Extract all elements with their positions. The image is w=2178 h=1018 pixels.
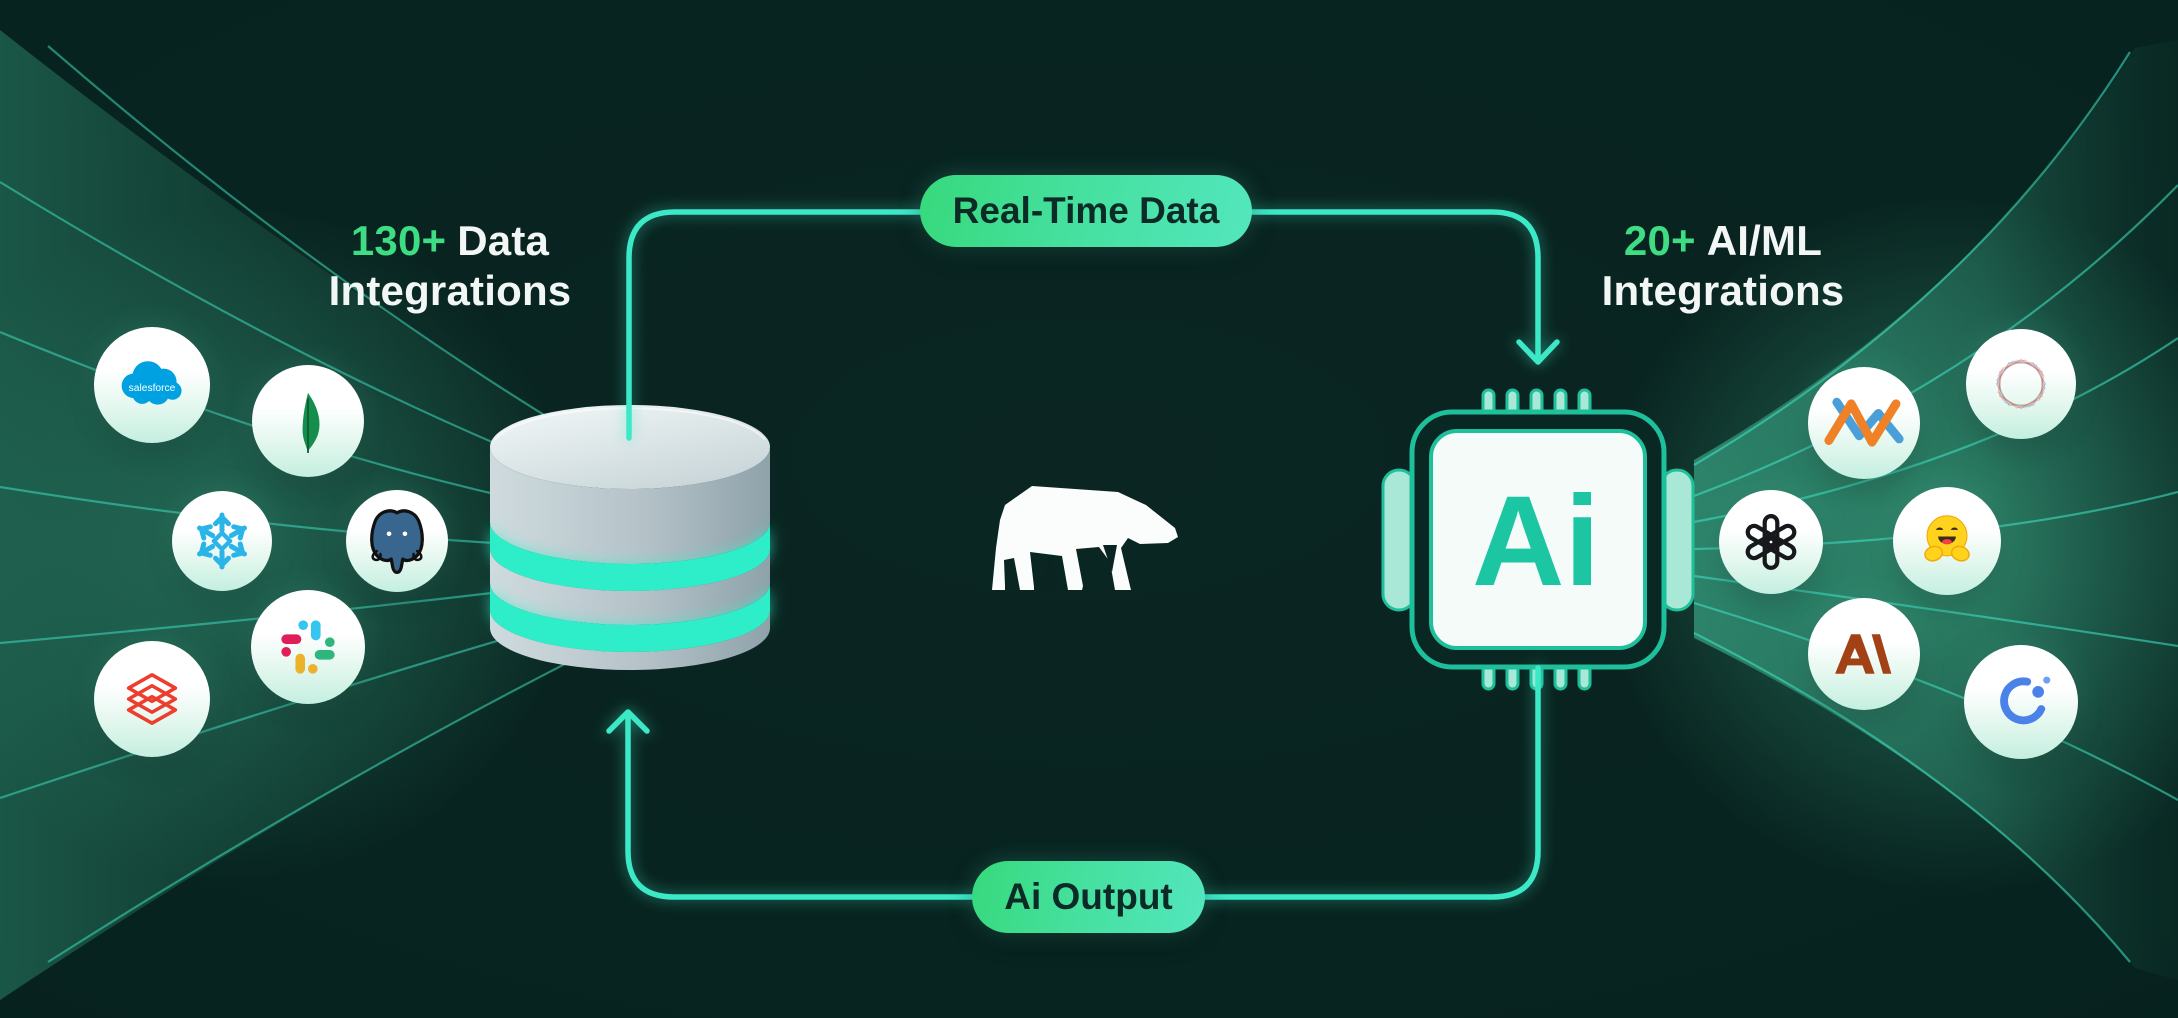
db-glow-ring (490, 583, 770, 652)
arrow-down-icon (1516, 339, 1560, 365)
database-illustration (490, 405, 770, 670)
mongodb-leaf-icon (302, 392, 320, 453)
databricks-icon (126, 673, 178, 725)
integration-node-anthropic (1808, 598, 1920, 710)
integration-node-salesforce: salesforce (94, 327, 210, 443)
chip-label: Ai (1472, 470, 1600, 613)
ai-output-badge: Ai Output (972, 861, 1205, 933)
integration-node-zigzag-ai (1808, 367, 1920, 479)
polar-bear-logo (992, 486, 1178, 590)
integration-node-hexagon-spiral (1966, 329, 2076, 439)
snowflake-icon (197, 512, 247, 570)
ai-output-badge-label: Ai Output (1004, 876, 1173, 917)
integration-node-blue-swirl (1964, 645, 2078, 759)
anthropic-ai-icon (1835, 634, 1892, 674)
right-label-line2: Integrations (1601, 267, 1845, 315)
left-label-line2: Integrations (328, 267, 572, 315)
real-time-data-badge: Real-Time Data (920, 175, 1252, 247)
integration-node-slack (251, 590, 365, 704)
integration-node-hugging-face (1893, 487, 2001, 595)
integration-node-databricks (94, 641, 210, 757)
integration-node-snowflake (172, 491, 272, 591)
right-label-line1: 20+AI/ML (1523, 216, 1923, 266)
left-label-count: 130+ (350, 217, 447, 264)
ai-chip: Ai (1381, 388, 1695, 691)
real-time-data-badge-label: Real-Time Data (952, 190, 1220, 231)
integration-node-mongodb (252, 365, 364, 477)
arrow-up-icon (606, 709, 650, 734)
integration-node-openai (1719, 490, 1823, 594)
left-integrations-label: 130+Data Integrations (250, 216, 650, 317)
salesforce-wordmark: salesforce (129, 383, 176, 394)
blue-swirl-icon (2000, 676, 2051, 725)
slack-icon (281, 620, 335, 674)
db-glow-ring (490, 522, 770, 591)
postgresql-elephant-icon (370, 509, 424, 574)
openai-icon (1745, 514, 1797, 570)
left-label-line1: 130+Data (250, 216, 650, 266)
zigzag-ai-icon (1824, 397, 1904, 447)
hugging-face-icon (1924, 515, 1970, 562)
right-integrations-label: 20+AI/ML Integrations (1523, 216, 1923, 317)
right-label-rest: AI/ML (1706, 217, 1823, 264)
left-label-rest: Data (457, 217, 550, 264)
salesforce-icon: salesforce (121, 361, 182, 405)
hexagon-spiral-icon (1996, 359, 2046, 409)
integration-node-postgresql (346, 490, 448, 592)
right-label-count: 20+ (1623, 217, 1696, 264)
